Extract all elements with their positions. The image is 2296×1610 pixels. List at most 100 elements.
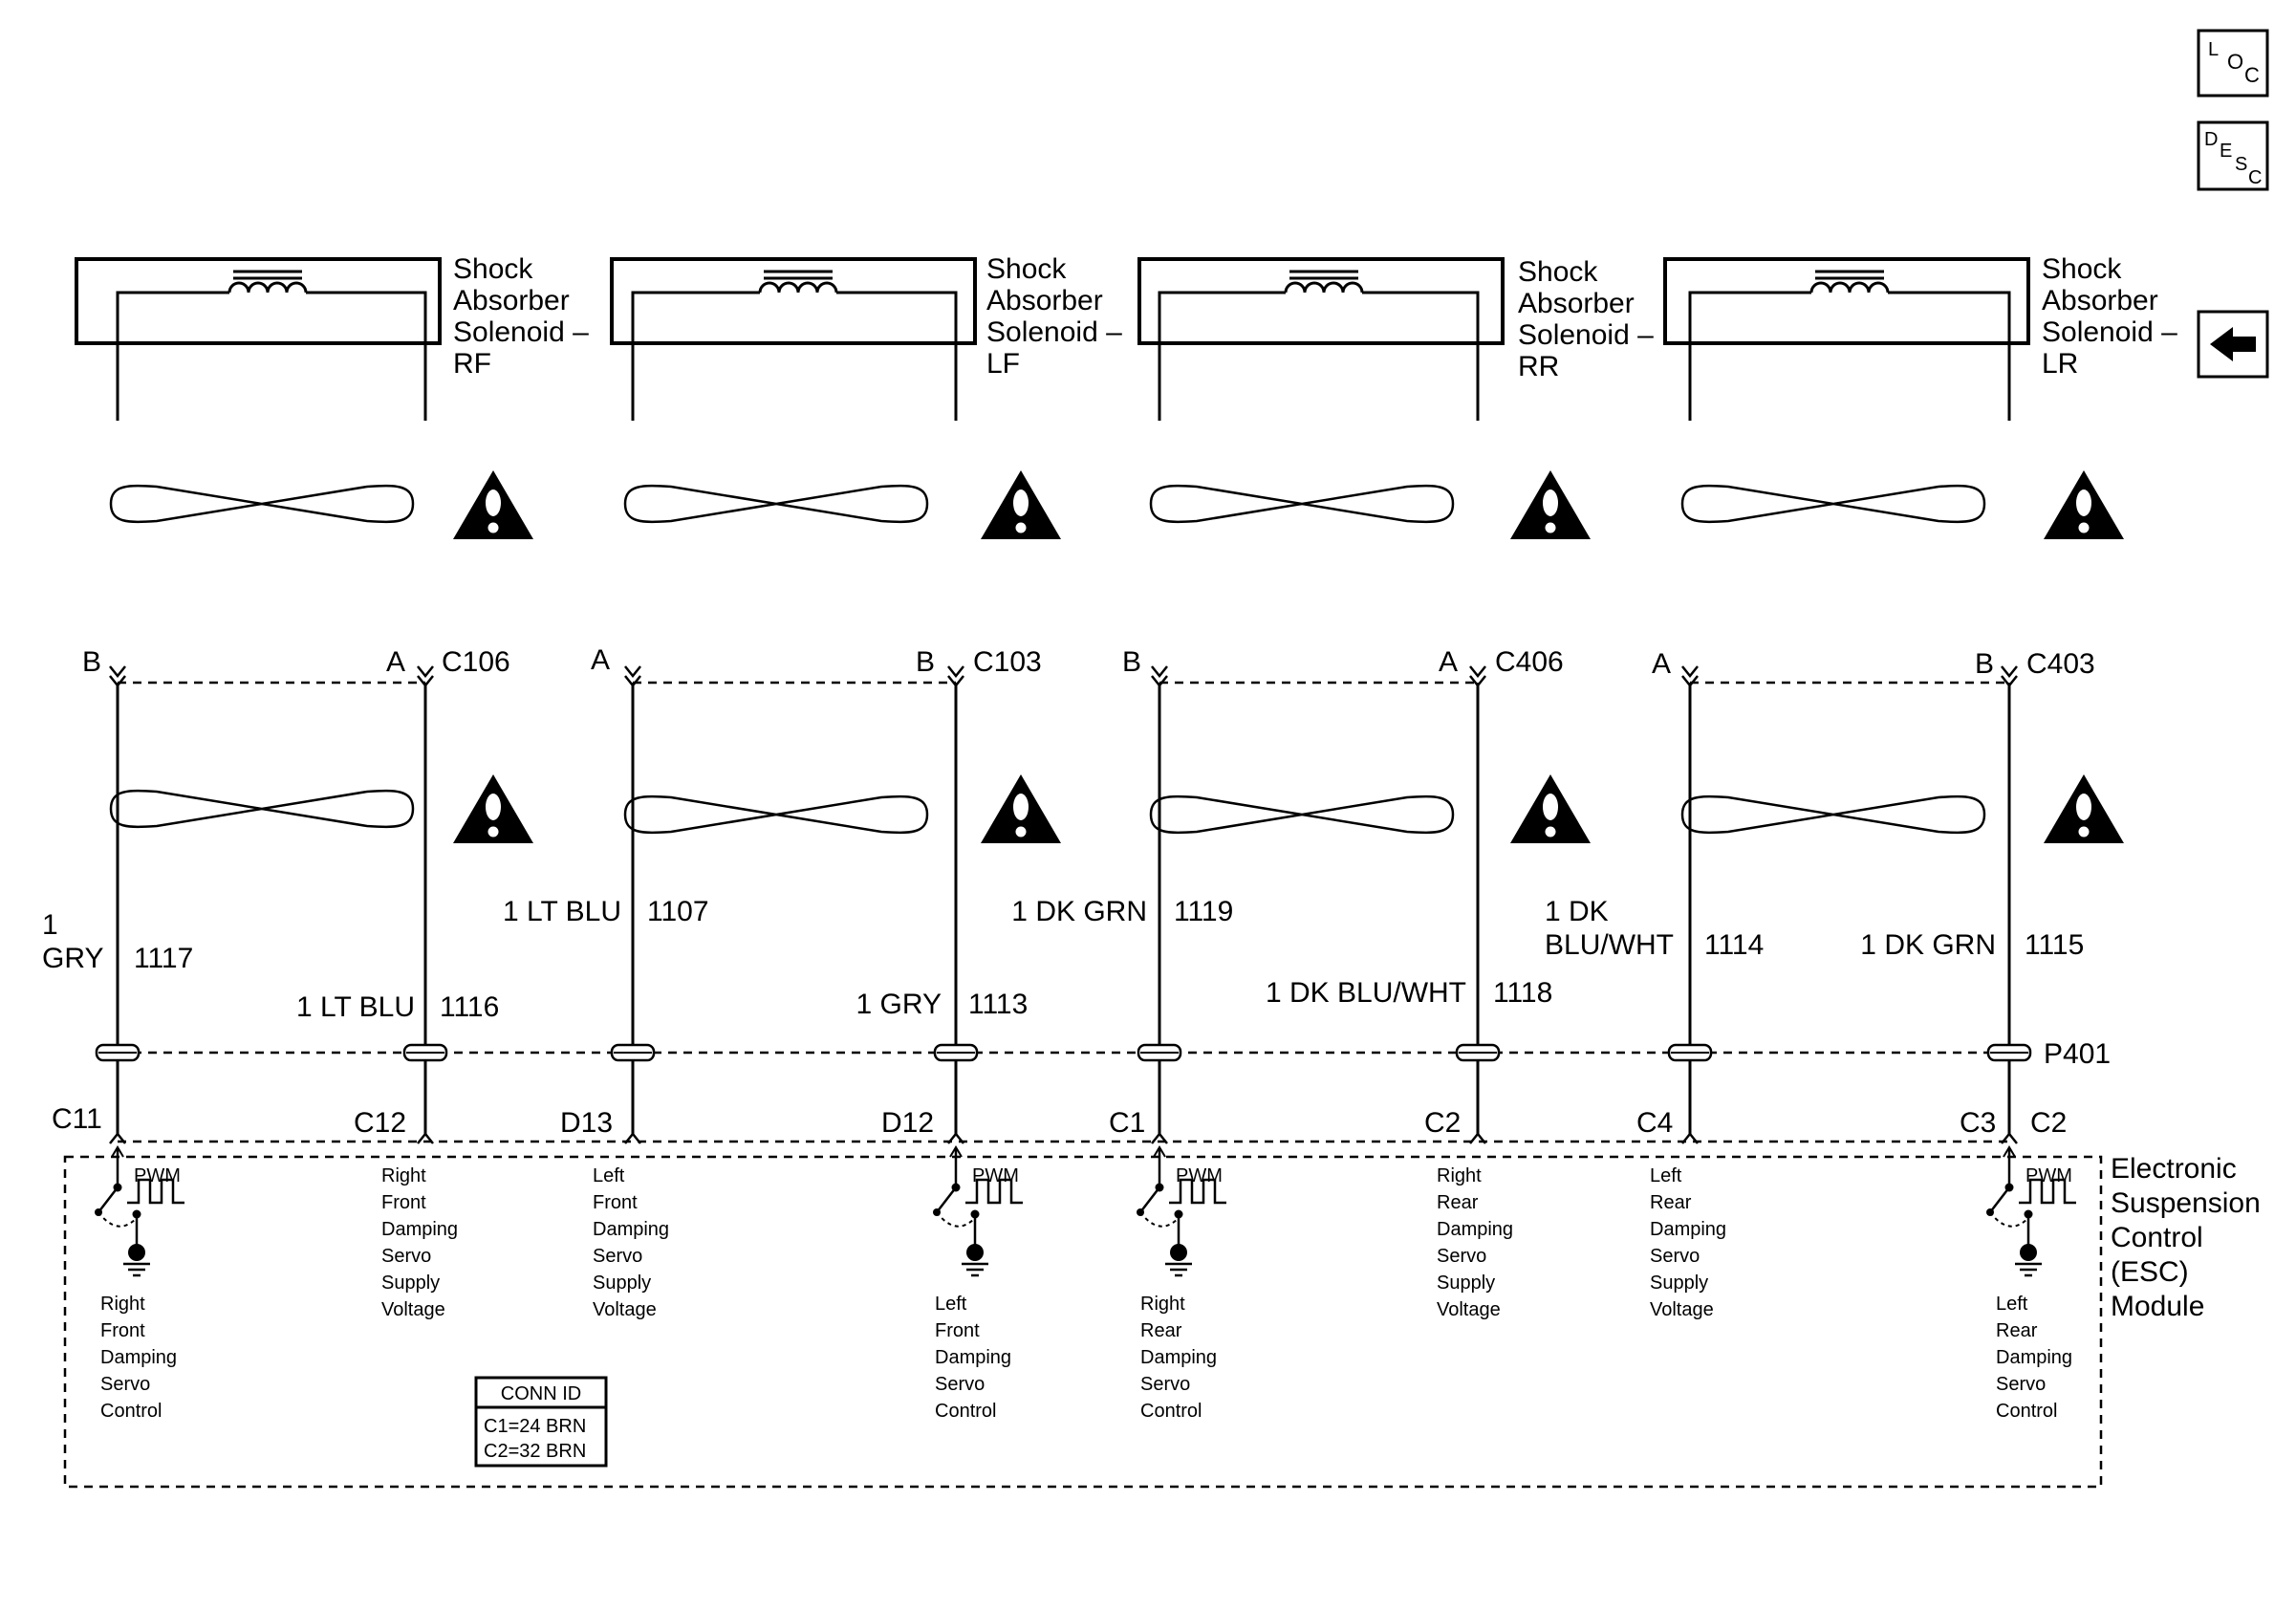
term1-line2: Front xyxy=(381,1192,426,1213)
term3-line4: Servo xyxy=(935,1374,985,1395)
wire-1118-color: 1 DK BLU/WHT xyxy=(1266,977,1466,1009)
wire-1115-color: 1 DK GRN xyxy=(1860,929,1996,961)
conn-id-title: CONN ID xyxy=(501,1383,581,1404)
esc-module-label: Electronic Suspension Control (ESC) Modu… xyxy=(2111,1153,2261,1322)
term0-line3: Damping xyxy=(100,1347,177,1368)
pin-arrow-c4 xyxy=(1681,1131,1699,1144)
term6-line6: Voltage xyxy=(1650,1299,1714,1320)
term0-line5: Control xyxy=(100,1401,162,1422)
desc-letter-s: S xyxy=(2235,154,2247,175)
connector-c403-cavity-left: A xyxy=(1652,648,1671,680)
description-view-button[interactable]: D E S C xyxy=(2197,120,2269,191)
connector-c103-cavity-left: A xyxy=(591,644,610,676)
pin-label-c12: C12 xyxy=(354,1107,406,1139)
term6-line2: Rear xyxy=(1650,1192,1692,1213)
term6-line5: Supply xyxy=(1650,1273,1708,1294)
twisted-pair-rf-upper xyxy=(109,484,415,524)
solenoid-lr-coil-icon xyxy=(1809,281,1890,294)
solenoid-rf-label-4: RF xyxy=(453,348,491,380)
terminal-desc-left-rear-control: Left Rear Damping Servo Control xyxy=(1996,1294,2072,1422)
pwm-label-left-front: PWM xyxy=(972,1165,1019,1186)
term1-line5: Supply xyxy=(381,1273,440,1294)
inline-connector-p401: P401 xyxy=(95,1038,2111,1070)
term7-line2: Rear xyxy=(1996,1320,2038,1341)
term0-line2: Front xyxy=(100,1320,145,1341)
wire-1117-color-2: GRY xyxy=(42,943,103,974)
term2-line4: Servo xyxy=(593,1246,642,1267)
terminal-desc-left-front-control: Left Front Damping Servo Control xyxy=(935,1294,1011,1422)
loc-letter-l: L xyxy=(2208,39,2219,60)
location-view-button-frame xyxy=(2197,29,2269,98)
warning-icon-rr-lower xyxy=(1510,774,1591,843)
wire-1119-color: 1 DK GRN xyxy=(1011,896,1147,927)
warning-icon-lf-upper xyxy=(981,470,1061,539)
connector-c106: B A C106 xyxy=(82,646,510,687)
term1-line3: Damping xyxy=(381,1219,458,1240)
back-button[interactable] xyxy=(2197,310,2269,379)
term4-line5: Control xyxy=(1140,1401,1202,1422)
wire-1117-circuit: 1117 xyxy=(134,943,193,974)
pin-arrow-d12 xyxy=(947,1131,964,1144)
pin-arrow-c3 xyxy=(2001,1131,2018,1144)
conn-id-frame xyxy=(474,1376,608,1468)
solenoid-rf-label-2: Absorber xyxy=(453,285,570,316)
connector-c106-cavity-left: B xyxy=(82,646,101,678)
p401-terminal-1114 xyxy=(1667,1043,1713,1062)
solenoid-lr-box xyxy=(1663,257,2030,345)
pwm-driver-right-rear: PWM xyxy=(1135,1145,1228,1277)
solenoid-lf-label-1: Shock xyxy=(986,253,1067,285)
wire-1114-circuit: 1114 xyxy=(1704,929,1764,961)
solenoid-lf-box xyxy=(610,257,977,345)
solenoid-lr-label-4: LR xyxy=(2042,348,2078,380)
p401-terminal-1116 xyxy=(402,1043,448,1062)
warning-icon-rf-lower xyxy=(453,774,533,843)
term3-line1: Left xyxy=(935,1294,967,1315)
conn-id-table: CONN ID C1=24 BRN C2=32 BRN xyxy=(474,1376,608,1468)
pin-arrow-c12 xyxy=(417,1131,434,1144)
pin-arrow-d13 xyxy=(624,1131,641,1144)
pwm-label-right-front: PWM xyxy=(134,1165,181,1186)
twisted-pair-rr-lower xyxy=(1149,794,1455,835)
description-view-button-frame xyxy=(2197,120,2269,191)
loc-letter-o: O xyxy=(2227,50,2243,74)
solenoid-rf-winding-leads xyxy=(116,291,427,421)
term7-line3: Damping xyxy=(1996,1347,2072,1368)
twisted-pair-lf-upper xyxy=(623,484,929,524)
term5-line2: Rear xyxy=(1437,1192,1479,1213)
terminal-desc-left-rear-supply: Left Rear Damping Servo Supply Voltage xyxy=(1650,1165,1726,1320)
pwm-driver-left-rear: PWM xyxy=(1984,1145,2078,1277)
p401-terminal-1117 xyxy=(95,1043,141,1062)
connector-c406: B A C406 xyxy=(1122,646,1564,687)
term1-line4: Servo xyxy=(381,1246,431,1267)
module-pin-arrows xyxy=(109,1131,2018,1144)
wire-1119-circuit: 1119 xyxy=(1174,896,1233,927)
wire-1118-circuit: 1118 xyxy=(1493,977,1552,1009)
warning-icon-rf-upper xyxy=(453,470,533,539)
twisted-pair-rr-upper xyxy=(1149,484,1455,524)
solenoid-lf: Shock Absorber Solenoid – LF xyxy=(610,253,1122,421)
terminal-desc-right-rear-control: Right Rear Damping Servo Control xyxy=(1140,1294,1217,1422)
connector-c103-id: C103 xyxy=(973,646,1042,678)
esc-module-label-2: Suspension xyxy=(2111,1187,2261,1219)
connector-c403-id: C403 xyxy=(2026,648,2095,680)
terminal-desc-right-rear-supply: Right Rear Damping Servo Supply Voltage xyxy=(1437,1165,1513,1320)
term7-line5: Control xyxy=(1996,1401,2057,1422)
term1-line1: Right xyxy=(381,1165,426,1186)
esc-module-label-4: (ESC) xyxy=(2111,1256,2189,1288)
pin-arrow-c2 xyxy=(1469,1131,1486,1144)
wire-1114-color-1: 1 DK xyxy=(1545,896,1609,927)
term3-line5: Control xyxy=(935,1401,996,1422)
module-connector-c2-label: C2 xyxy=(2030,1107,2067,1139)
pwm-driver-left-front: PWM xyxy=(931,1145,1025,1277)
solenoid-rr-label-1: Shock xyxy=(1518,256,1598,288)
terminal-desc-right-front-supply: Right Front Damping Servo Supply Voltage xyxy=(381,1165,458,1320)
pin-label-c1: C1 xyxy=(1109,1107,1145,1139)
solenoid-lf-winding-leads xyxy=(631,291,958,421)
term2-line1: Left xyxy=(593,1165,625,1186)
term4-line2: Rear xyxy=(1140,1320,1182,1341)
solenoid-lr: Shock Absorber Solenoid – LR xyxy=(1663,253,2177,421)
location-view-button[interactable]: L O C xyxy=(2197,29,2269,98)
desc-letter-d: D xyxy=(2204,129,2218,150)
connector-c106-cavity-right: A xyxy=(386,646,405,678)
